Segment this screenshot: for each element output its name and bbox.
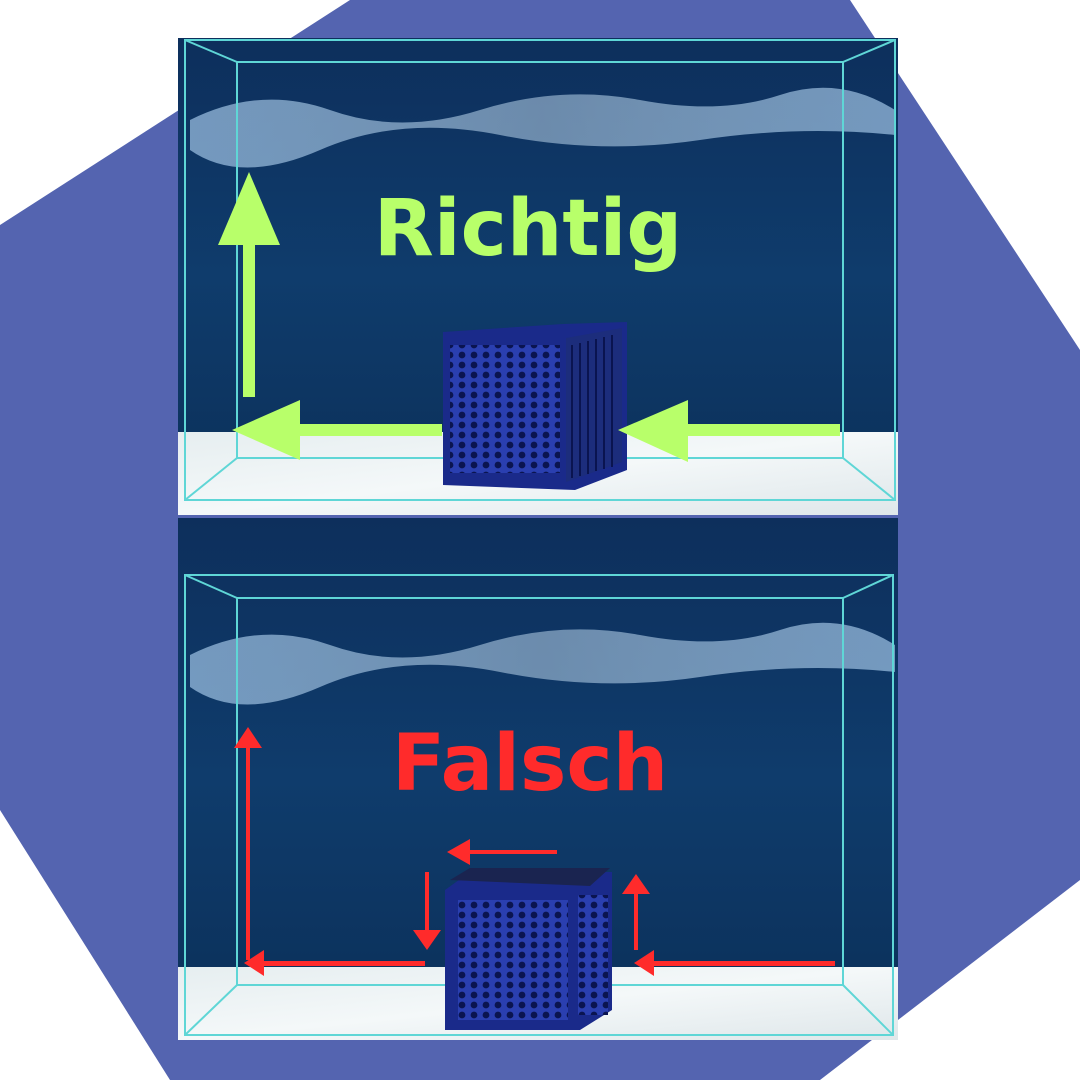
water-surface (190, 87, 895, 168)
wrong-panel: Falsch (178, 518, 898, 1040)
arrow-up-head (218, 172, 280, 245)
flow-arrows (234, 727, 835, 976)
water-surface (190, 622, 895, 705)
arrow-up (243, 235, 255, 397)
correct-label: Richtig (374, 184, 682, 274)
arrow-left (290, 424, 442, 436)
arrow-into-filter-head (618, 400, 688, 462)
filter-cube (443, 322, 627, 490)
wrong-label: Falsch (392, 719, 668, 809)
arrow-into-filter (680, 424, 840, 436)
flow-arrows (218, 172, 840, 462)
filter-cube (445, 868, 612, 1030)
arrow-left-head (232, 400, 300, 460)
correct-panel: Richtig (178, 38, 898, 515)
